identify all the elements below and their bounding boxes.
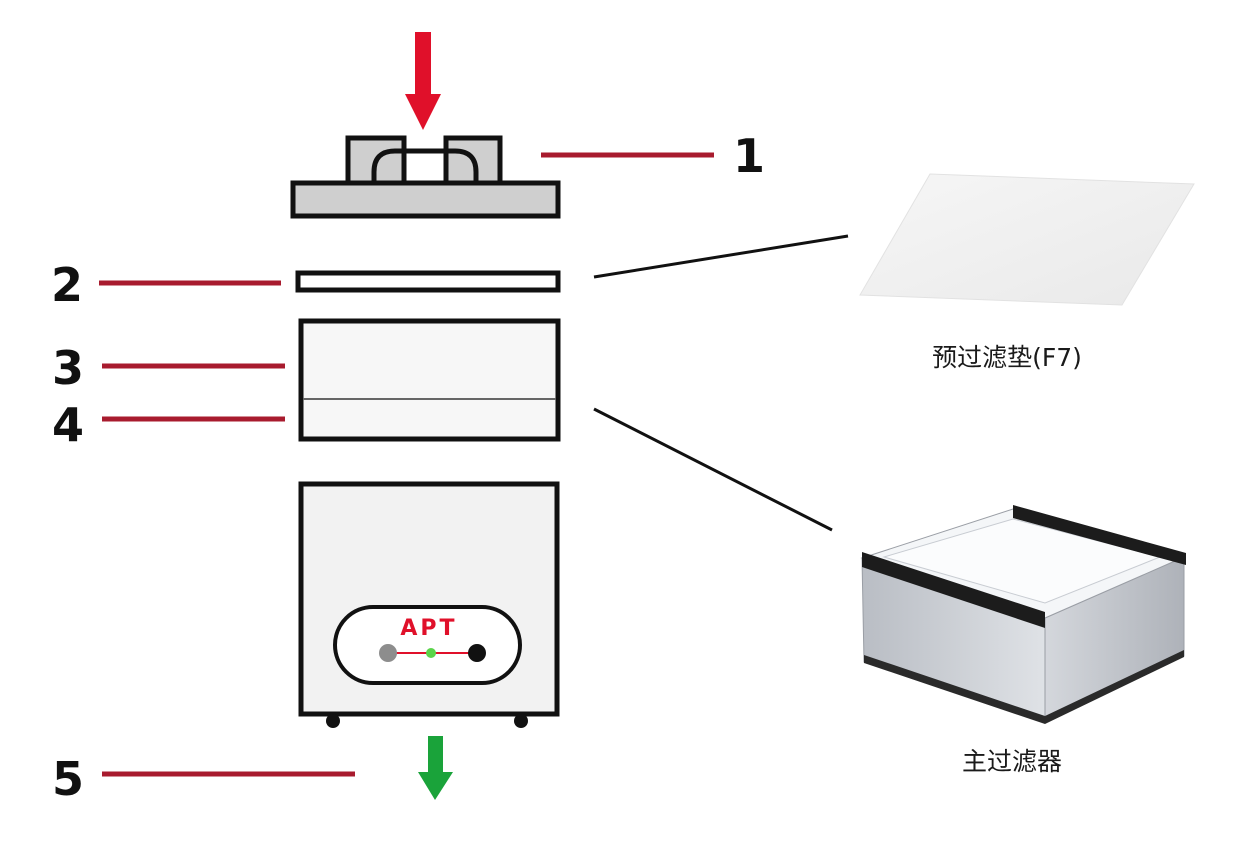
brand-logo: APT xyxy=(400,616,457,641)
black-indicator xyxy=(468,644,486,662)
callout-1: 1 xyxy=(733,129,765,183)
main-filter-caption: 主过滤器 xyxy=(962,747,1062,776)
base-unit: APT xyxy=(298,481,560,728)
intake-arrow xyxy=(405,32,441,130)
filter-housing xyxy=(298,318,561,442)
main-filter-illustration xyxy=(860,505,1186,724)
callout-3: 3 xyxy=(52,341,84,395)
callout-2: 2 xyxy=(51,258,83,312)
connector-prefilter xyxy=(593,234,849,279)
gray-indicator xyxy=(379,644,397,662)
leader-lines xyxy=(99,152,849,777)
top-cap xyxy=(290,135,561,219)
connector-main-filter xyxy=(593,407,833,532)
control-panel: APT xyxy=(333,605,522,685)
prefilter-slot xyxy=(295,270,561,293)
outlet-arrow xyxy=(418,736,453,800)
green-indicator xyxy=(426,648,436,658)
callout-4: 4 xyxy=(52,398,84,452)
callout-5: 5 xyxy=(52,752,84,806)
prefilter-pad-illustration xyxy=(859,173,1195,306)
prefilter-caption: 预过滤垫(F7) xyxy=(932,343,1082,372)
